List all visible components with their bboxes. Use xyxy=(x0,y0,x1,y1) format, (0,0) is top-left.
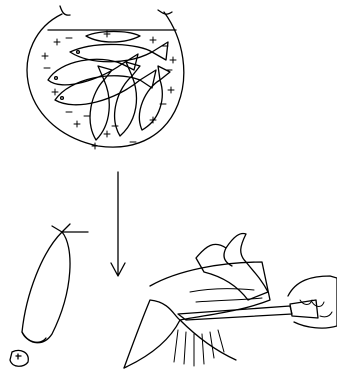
fillet-outline xyxy=(124,262,270,368)
fish-in-bowl xyxy=(70,42,168,62)
fish-body xyxy=(22,232,70,343)
fish-head-eye xyxy=(16,354,21,359)
arrow-down xyxy=(111,172,125,276)
whole-fish xyxy=(10,224,88,366)
fish-in-bowl xyxy=(48,54,138,85)
fish-cut-end xyxy=(22,332,46,342)
fish-being-cut xyxy=(124,234,337,368)
fish-in-bowl xyxy=(115,62,140,136)
fillet-detail xyxy=(190,289,262,302)
fish-ribs xyxy=(174,330,224,366)
fish-in-bowl xyxy=(55,70,156,105)
bowl-rim xyxy=(60,6,172,15)
fish-head-piece xyxy=(10,350,28,366)
fillet-lower xyxy=(180,320,236,360)
knife-handle xyxy=(290,300,318,318)
fish-tail xyxy=(52,224,88,232)
fish-in-bowl xyxy=(86,32,140,43)
fish-group-in-bowl xyxy=(48,32,170,141)
